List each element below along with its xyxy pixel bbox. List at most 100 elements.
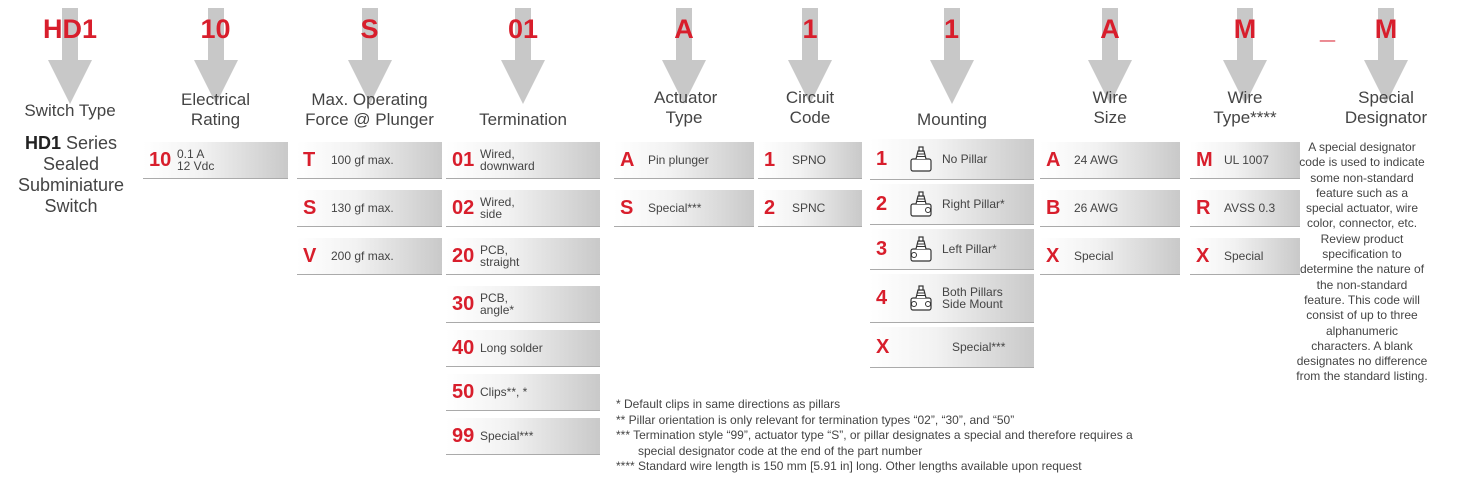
column-wire-type: M Wire Type**** M UL 1007 R AVSS 0.3 X S… [1190, 0, 1300, 487]
column-circuit-code: 1 Circuit Code 1 SPNO 2 SPNC [758, 0, 862, 487]
code-electrical-rating: 10 [200, 14, 231, 44]
option-desc: Special*** [480, 428, 534, 443]
heading-electrical-rating: Electrical Rating [181, 90, 250, 129]
code-wire-size: A [1100, 14, 1120, 44]
option-row: 3 Left Pillar* [870, 229, 1034, 270]
option-desc: SPNO [792, 152, 827, 167]
option-desc: Right Pillar* [942, 196, 1005, 211]
option-key: 1 [876, 147, 888, 170]
code-switch-type: HD1 [42, 14, 97, 44]
option-row: 1 SPNO [758, 142, 862, 179]
option-key: 3 [876, 237, 888, 260]
switch-no-pillar-icon [908, 145, 934, 173]
column-wire-size: A Wire Size A 24 AWG B 26 AWG X Special [1040, 0, 1180, 487]
option-row: 01 Wired,downward [446, 142, 600, 179]
footnote: **** Standard wire length is 150 mm [5.9… [616, 459, 1082, 473]
heading-special-designator: Special Designator [1344, 88, 1428, 127]
option-desc: 130 gf max. [331, 200, 394, 215]
option-row: S Special*** [614, 190, 754, 227]
code-operating-force: S [360, 14, 379, 44]
heading-circuit-code: Circuit Code [785, 88, 835, 127]
heading-wire-size: Wire Size [1092, 88, 1128, 127]
code-mounting: 1 [944, 14, 960, 44]
option-key: 2 [876, 192, 888, 215]
option-desc: Wired,downward [480, 147, 535, 173]
option-desc: PCB,angle* [480, 291, 515, 317]
option-desc: PCB,straight [480, 243, 520, 269]
option-key: 1 [764, 148, 776, 171]
column-mounting: 1 Mounting 1 No Pillar 2 Right Pillar* 3… [870, 0, 1034, 487]
code-actuator-type: A [674, 14, 694, 44]
footnote: *** Termination style “99”, actuator typ… [616, 428, 1133, 442]
column-actuator-type: A Actuator Type A Pin plunger S Special*… [614, 0, 754, 487]
option-key: 4 [876, 286, 888, 309]
separator-dash: _ [1320, 14, 1336, 44]
option-key: A [620, 148, 635, 171]
option-desc: 200 gf max. [331, 248, 394, 263]
column-termination: 01 Termination 01 Wired,downward 02 Wire… [446, 0, 600, 487]
option-desc: Special [1074, 248, 1114, 263]
code-wire-type: M [1233, 14, 1257, 44]
heading-wire-type: Wire Type**** [1213, 88, 1277, 127]
switch-type-description: HD1 Series Sealed Subminiature Switch [4, 133, 138, 217]
option-desc: Clips**, * [480, 384, 528, 399]
option-row: 2 Right Pillar* [870, 184, 1034, 225]
option-row: A Pin plunger [614, 142, 754, 179]
option-desc: Long solder [480, 340, 543, 355]
heading-mounting: Mounting [917, 110, 987, 129]
option-desc: Special*** [952, 339, 1006, 354]
code-circuit-code: 1 [802, 14, 818, 44]
option-desc: 24 AWG [1074, 152, 1119, 167]
option-row: 1 No Pillar [870, 139, 1034, 180]
option-key: 01 [452, 148, 475, 171]
option-row: T 100 gf max. [297, 142, 442, 179]
option-row: S 130 gf max. [297, 190, 442, 227]
option-row: V 200 gf max. [297, 238, 442, 275]
option-desc: 100 gf max. [331, 152, 394, 167]
option-row: 30 PCB,angle* [446, 286, 600, 323]
option-row: A 24 AWG [1040, 142, 1180, 179]
option-desc: Pin plunger [648, 152, 709, 167]
option-key: 20 [452, 244, 475, 267]
option-row: X Special*** [870, 327, 1034, 368]
option-key: 50 [452, 380, 475, 403]
option-key: 2 [764, 196, 776, 219]
option-key: B [1046, 196, 1061, 219]
option-row: 20 PCB,straight [446, 238, 600, 275]
option-key: 02 [452, 196, 475, 219]
option-row: 02 Wired,side [446, 190, 600, 227]
option-row: B 26 AWG [1040, 190, 1180, 227]
option-row: 2 SPNC [758, 190, 862, 227]
special-designator-description: A special designator code is used to ind… [1296, 140, 1428, 384]
heading-operating-force: Max. Operating Force @ Plunger [305, 90, 434, 129]
option-key: S [303, 196, 317, 219]
option-desc: Special [1224, 248, 1264, 263]
footnote: ** Pillar orientation is only relevant f… [616, 412, 1015, 427]
option-row: 40 Long solder [446, 330, 600, 367]
option-desc: Left Pillar* [942, 241, 997, 256]
switch-both-pillars-icon [908, 284, 934, 312]
option-key: T [303, 148, 316, 171]
series-description: Series Sealed Subminiature Switch [17, 133, 125, 216]
option-key: 30 [452, 292, 475, 315]
option-desc: No Pillar [942, 151, 988, 166]
footnote: special designator code at the end of th… [638, 443, 923, 458]
footnote: * Default clips in same directions as pi… [616, 397, 841, 411]
switch-right-pillar-icon [908, 190, 934, 218]
footnotes: * Default clips in same directions as pi… [616, 397, 1133, 475]
code-special-designator: M [1374, 14, 1398, 44]
heading-actuator-type: Actuator Type [654, 88, 718, 127]
option-key: 10 [149, 148, 172, 171]
heading-switch-type: Switch Type [24, 101, 116, 120]
option-row: 50 Clips**, * [446, 374, 600, 411]
option-key: 40 [452, 336, 475, 359]
option-row: X Special [1040, 238, 1180, 275]
option-row: X Special [1190, 238, 1300, 275]
option-desc: 26 AWG [1074, 200, 1119, 215]
option-row: M UL 1007 [1190, 142, 1300, 179]
option-desc: Wired,side [480, 195, 515, 221]
option-key: X [1196, 244, 1210, 267]
option-desc: SPNC [792, 200, 826, 215]
